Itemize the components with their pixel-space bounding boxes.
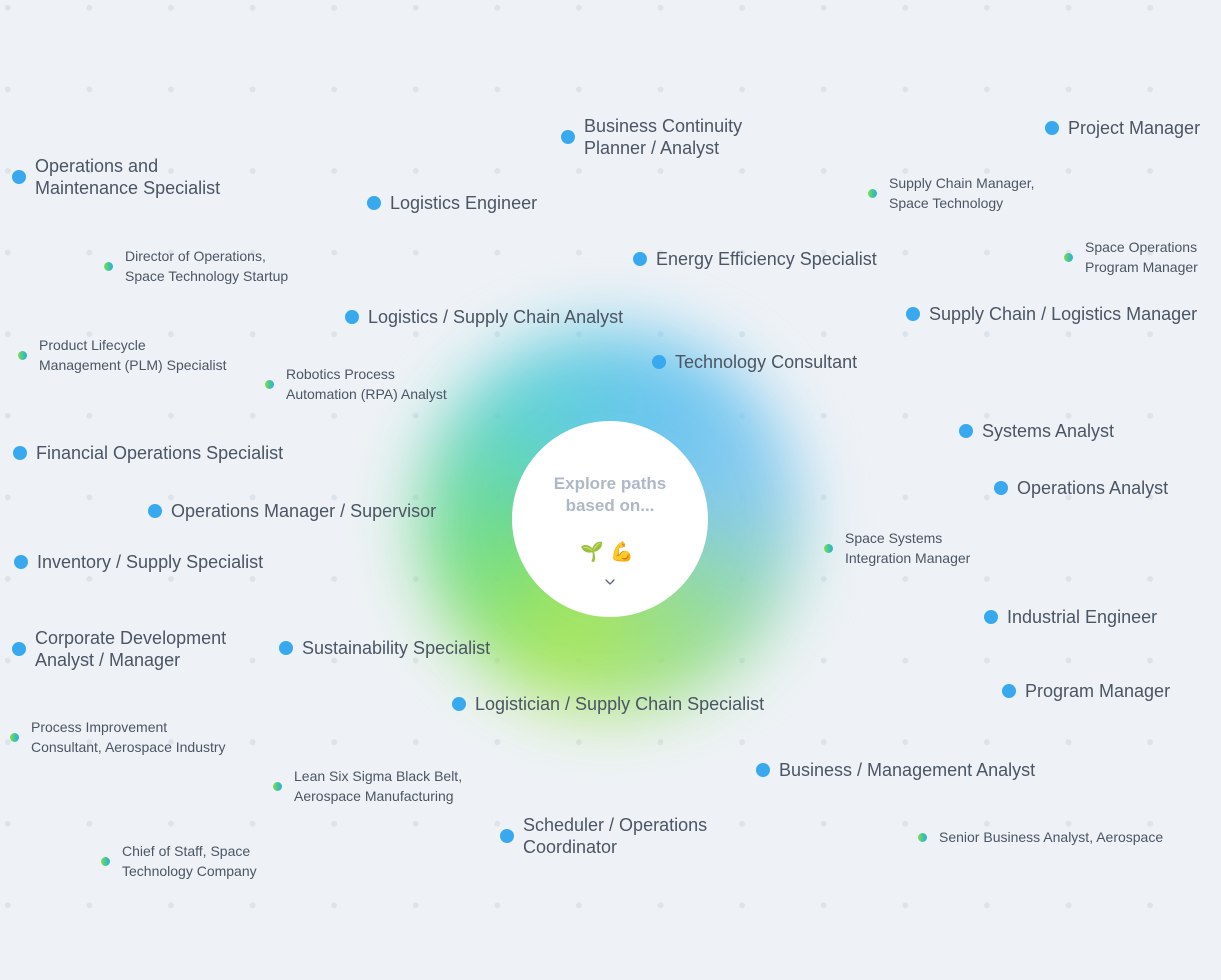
role-node[interactable]: Logistics / Supply Chain Analyst [345,306,623,328]
role-label: Logistics / Supply Chain Analyst [368,307,624,327]
role-label: Business / Management Analyst [779,760,1036,780]
specialization-node[interactable]: Robotics Process Automation (RPA) Analys… [265,364,447,404]
seedling-icon: 🌱 [580,542,610,563]
role-dot [756,763,770,777]
role-label: Sustainability Specialist [302,638,491,658]
role-label: Operations Analyst [1017,478,1169,498]
specialization-dot [1064,252,1073,262]
role-node[interactable]: Energy Efficiency Specialist [633,248,877,270]
specialization-dot [10,732,19,742]
role-node[interactable]: Business / Management Analyst [756,759,1035,781]
specialization-label: Product Lifecycle Management (PLM) Speci… [39,337,227,373]
hub-title: Explore paths based on... [553,474,667,515]
role-label: Program Manager [1025,681,1171,701]
specialization-label: Lean Six Sigma Black Belt, Aerospace Man… [294,768,463,804]
role-node[interactable]: Supply Chain / Logistics Manager [906,303,1197,325]
role-label: Corporate Development Analyst / Manager [35,628,227,670]
role-node[interactable]: Business Continuity Planner / Analyst [561,115,742,159]
specialization-label: Space Systems Integration Manager [845,530,971,566]
specialization-dot [868,188,877,198]
role-dot [12,170,26,184]
specialization-node[interactable]: Space Systems Integration Manager [824,528,970,568]
role-dot [633,252,647,266]
role-node[interactable]: Program Manager [1002,680,1170,702]
hub-emoji-row: 🌱💪 [512,542,708,564]
specialization-node[interactable]: Senior Business Analyst, Aerospace [918,827,1163,847]
role-node[interactable]: Operations and Maintenance Specialist [12,155,220,199]
role-dot [984,610,998,624]
specialization-label: Chief of Staff, Space Technology Company [122,843,257,879]
role-label: Industrial Engineer [1007,607,1158,627]
role-dot [452,697,466,711]
specialization-node[interactable]: Chief of Staff, Space Technology Company [101,841,257,881]
specialization-node[interactable]: Lean Six Sigma Black Belt, Aerospace Man… [273,766,462,806]
role-node[interactable]: Industrial Engineer [984,606,1157,628]
role-label: Operations and Maintenance Specialist [35,156,221,198]
role-node[interactable]: Financial Operations Specialist [13,442,283,464]
role-dot [1002,684,1016,698]
role-label: Logistician / Supply Chain Specialist [475,694,765,714]
specialization-label: Senior Business Analyst, Aerospace [939,829,1164,845]
role-node[interactable]: Technology Consultant [652,351,857,373]
specialization-label: Supply Chain Manager, Space Technology [889,175,1035,211]
specialization-dot [265,379,274,389]
specialization-dot [104,261,113,271]
specialization-label: Director of Operations, Space Technology… [125,248,289,284]
chevron-down-icon[interactable] [604,576,616,588]
role-label: Systems Analyst [982,421,1115,441]
role-label: Project Manager [1068,118,1201,138]
specialization-node[interactable]: Space Operations Program Manager [1064,237,1198,277]
role-node[interactable]: Systems Analyst [959,420,1114,442]
explore-paths-hub[interactable]: Explore paths based on... 🌱💪 [512,421,708,617]
role-label: Business Continuity Planner / Analyst [584,116,743,158]
flexed-biceps-icon: 💪 [610,542,640,563]
role-dot [994,481,1008,495]
specialization-node[interactable]: Supply Chain Manager, Space Technology [868,173,1035,213]
specialization-label: Process Improvement Consultant, Aerospac… [31,719,226,755]
role-dot [279,641,293,655]
role-node[interactable]: Sustainability Specialist [279,637,490,659]
role-dot [367,196,381,210]
role-dot [12,642,26,656]
role-dot [1045,121,1059,135]
role-dot [345,310,359,324]
specialization-node[interactable]: Director of Operations, Space Technology… [104,246,288,286]
role-node[interactable]: Project Manager [1045,117,1200,139]
specialization-dot [918,832,927,842]
role-dot [148,504,162,518]
role-node[interactable]: Logistician / Supply Chain Specialist [452,693,764,715]
role-label: Logistics Engineer [390,193,538,213]
specialization-dot [101,856,110,866]
role-label: Supply Chain / Logistics Manager [929,304,1198,324]
specialization-dot [18,350,27,360]
role-node[interactable]: Operations Manager / Supervisor [148,500,436,522]
specialization-node[interactable]: Product Lifecycle Management (PLM) Speci… [18,335,227,375]
specialization-dot [824,543,833,553]
role-dot [13,446,27,460]
role-node[interactable]: Scheduler / Operations Coordinator [500,814,707,858]
role-dot [652,355,666,369]
role-label: Technology Consultant [675,352,858,372]
specialization-node[interactable]: Process Improvement Consultant, Aerospac… [10,717,226,757]
specialization-label: Robotics Process Automation (RPA) Analys… [286,366,447,402]
role-label: Energy Efficiency Specialist [656,249,877,269]
role-node[interactable]: Corporate Development Analyst / Manager [12,627,226,671]
role-node[interactable]: Operations Analyst [994,477,1168,499]
role-dot [14,555,28,569]
role-label: Operations Manager / Supervisor [171,501,437,521]
role-node[interactable]: Logistics Engineer [367,192,537,214]
role-label: Financial Operations Specialist [36,443,284,463]
specialization-dot [273,781,282,791]
role-dot [561,130,575,144]
role-node[interactable]: Inventory / Supply Specialist [14,551,263,573]
role-dot [959,424,973,438]
role-dot [500,829,514,843]
role-dot [906,307,920,321]
role-label: Scheduler / Operations Coordinator [523,815,708,857]
specialization-label: Space Operations Program Manager [1085,239,1198,275]
role-label: Inventory / Supply Specialist [37,552,264,572]
